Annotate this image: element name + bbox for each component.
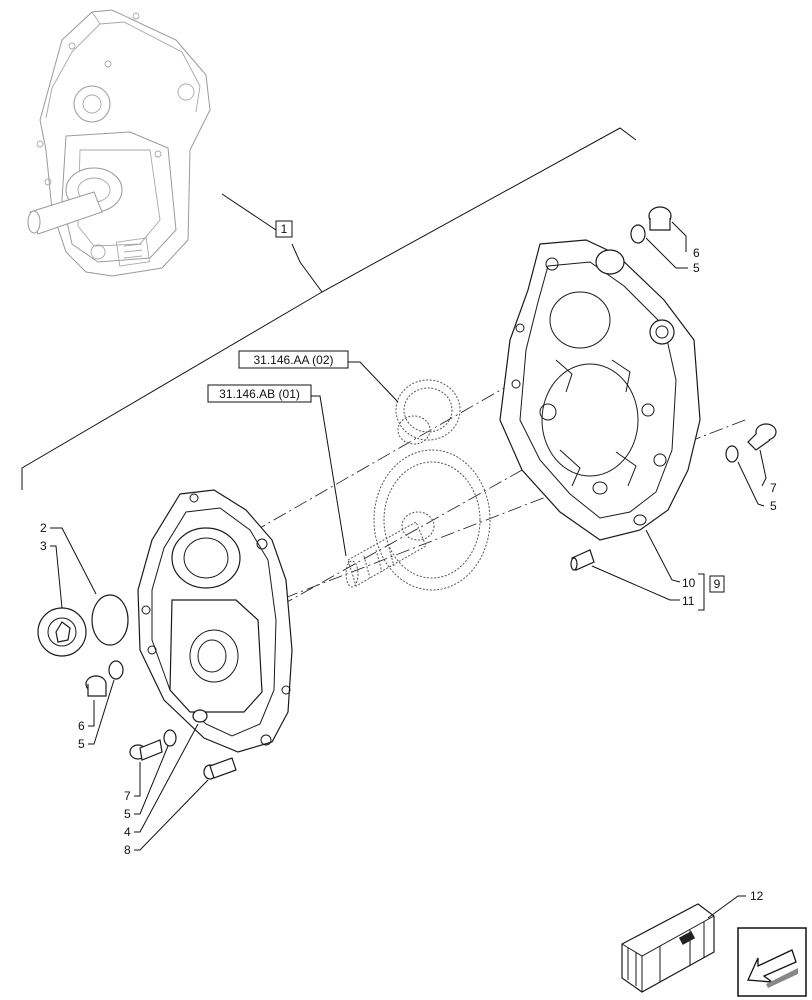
callout-4: 4 [124,825,131,839]
callout-8: 8 [124,843,131,857]
gear-shaft-assembly [345,379,491,591]
svg-text:5: 5 [770,499,777,513]
leader-6-left [88,700,95,727]
svg-text:7: 7 [770,481,777,495]
svg-text:3: 3 [40,539,47,553]
leader-5-right [645,237,688,269]
leader-10 [645,529,681,583]
leader-8 [134,779,209,851]
svg-text:10: 10 [682,576,696,590]
leader-5-rear [737,461,765,507]
svg-text:6: 6 [693,246,700,260]
svg-text:8: 8 [124,843,131,857]
callout-3: 3 [40,539,47,553]
washer-part-5-left [108,660,124,680]
leader-11 [591,565,680,601]
callout-9[interactable]: 9 [709,575,725,593]
callout-7-left: 7 [124,789,131,803]
leader-ref-aa [348,361,399,403]
parts-kit-crate-icon [621,903,715,993]
svg-text:1: 1 [281,222,288,236]
reference-31-146-aa[interactable]: 31.146.AA (02) [238,350,349,369]
svg-text:4: 4 [124,825,131,839]
callout-10: 10 [682,576,696,590]
bracket-10-11 [698,573,705,611]
leader-6-right [671,221,687,252]
svg-text:5: 5 [693,261,700,275]
reference-31-146-ab[interactable]: 31.146.AB (01) [207,384,312,403]
dowel-pin-part-11 [570,549,595,571]
plug-part-6-right [648,206,672,231]
washer-part-5-right [630,224,646,244]
washer-part-5-rear [725,445,739,463]
leader-ref-ab [311,395,347,557]
callout-5-rear: 5 [770,499,777,513]
bolt-part-8 [203,757,237,780]
callout-12: 12 [750,889,764,903]
svg-text:5: 5 [78,737,85,751]
leader-5-left [88,679,115,745]
plug-part-7-left [129,739,163,761]
leader-12 [707,895,746,919]
arrow-back-icon[interactable] [737,927,807,997]
leader-3 [50,545,63,609]
callout-6-left: 6 [78,719,85,733]
callout-5-lower: 5 [124,807,131,821]
rear-cover-housing [499,239,701,541]
leader-7-rear [759,449,767,487]
o-ring-part-2 [91,594,129,646]
svg-text:9: 9 [714,577,721,591]
plug-part-7-right [747,423,777,451]
callout-5-right: 5 [693,261,700,275]
callout-6-right: 6 [693,246,700,260]
svg-text:7: 7 [124,789,131,803]
svg-text:11: 11 [682,594,695,608]
svg-text:31.146.AA (02): 31.146.AA (02) [253,353,333,367]
leader-5-lower [134,745,169,815]
callout-5-left: 5 [78,737,85,751]
svg-text:12: 12 [750,889,764,903]
assembly-bracket [21,127,637,490]
svg-text:2: 2 [40,521,47,535]
front-cover-housing [137,489,293,753]
svg-text:5: 5 [124,807,131,821]
callout-7-rear: 7 [770,481,777,495]
leader-4 [134,723,199,833]
leader-2 [50,527,97,595]
gearbox-assembly-thumbnail [27,9,211,277]
plug-part-6-left [85,675,107,697]
callout-11: 11 [682,594,695,608]
callout-1[interactable]: 1 [275,220,293,238]
svg-text:31.146.AB (01): 31.146.AB (01) [219,387,300,401]
washer-part-5-lower [163,729,177,747]
callout-2: 2 [40,521,47,535]
seal-cap-part-3 [37,607,87,657]
svg-text:6: 6 [78,719,85,733]
leader-7-left [134,762,141,797]
